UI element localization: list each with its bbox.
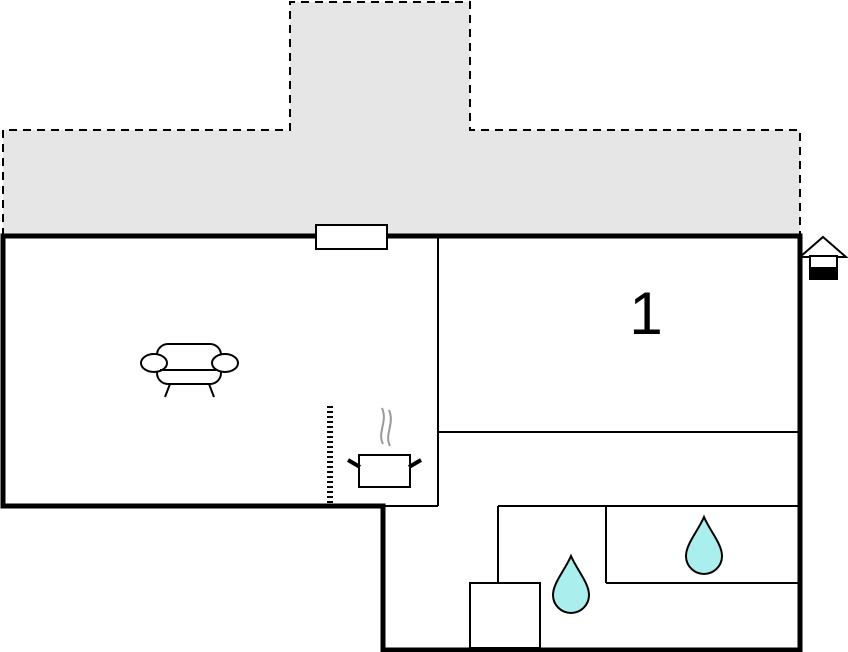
interior-walls — [385, 236, 798, 649]
terrace-area — [2, 1, 801, 237]
terrace-door — [315, 224, 388, 250]
cooking-pot-icon — [346, 407, 423, 488]
sofa-icon — [140, 343, 239, 398]
water-drop-icon — [684, 514, 724, 575]
water-drop-icon — [551, 553, 591, 614]
house-entrance-icon — [797, 235, 848, 280]
outer-walls — [0, 233, 803, 652]
room-number-label: 1 — [629, 280, 662, 347]
